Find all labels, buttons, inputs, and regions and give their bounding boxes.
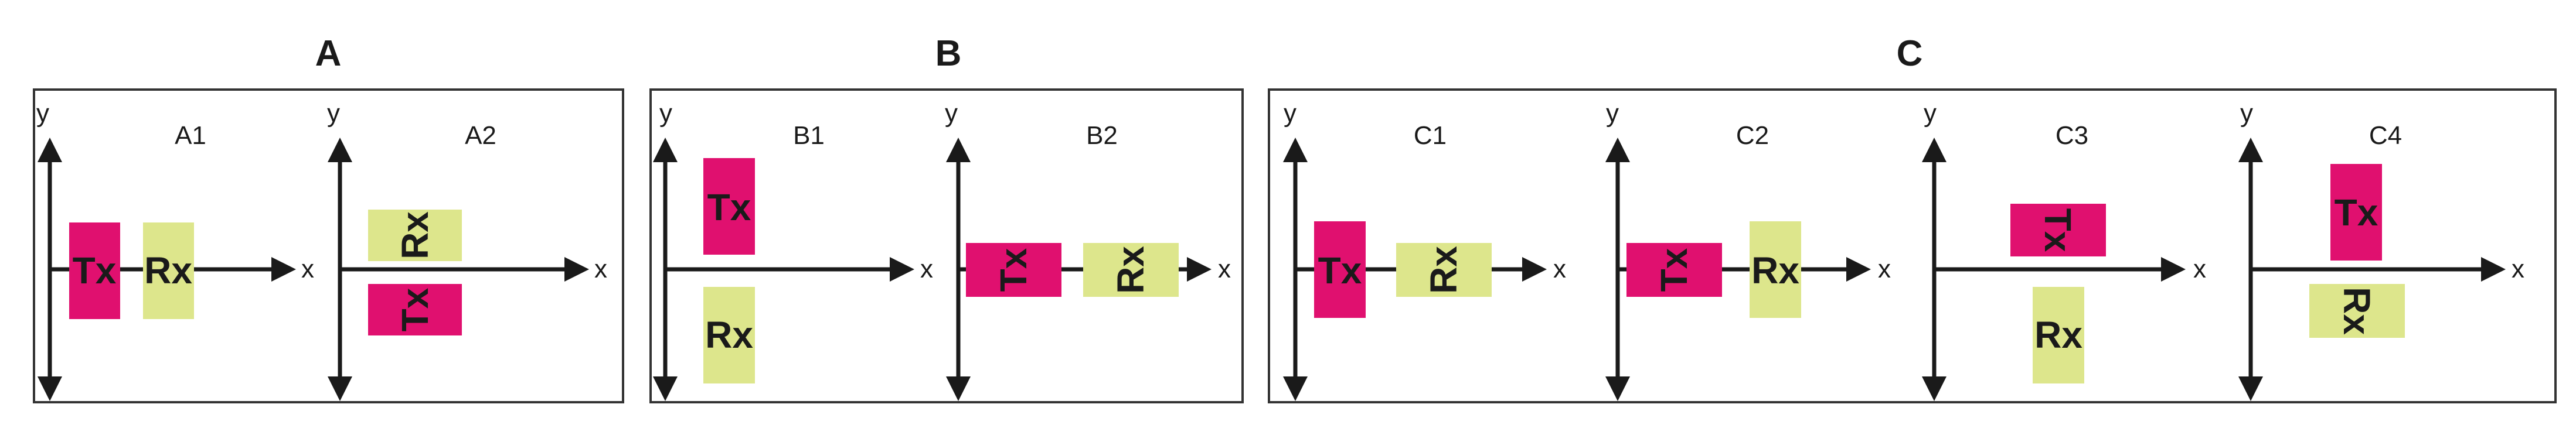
- rx-block: [703, 287, 755, 383]
- panel-label: B2: [1086, 121, 1118, 150]
- panel-c1: C1 y x Tx Rx: [1283, 99, 1566, 401]
- x-axis-label: x: [2512, 255, 2524, 283]
- group-frame-c: [1268, 88, 2557, 403]
- rx-block: [2033, 287, 2084, 383]
- y-axis-label: y: [1284, 99, 1296, 128]
- tx-label: Tx: [992, 248, 1035, 292]
- tx-block: [2010, 204, 2106, 256]
- panel-label: C2: [1736, 121, 1769, 150]
- x-axis-label: x: [1553, 255, 1566, 283]
- panel-c3: C3 y x Tx Rx: [1922, 99, 2206, 401]
- rx-label: Rx: [2336, 287, 2378, 335]
- tx-block: [368, 284, 462, 335]
- panel-b1: B1 y x Tx Rx: [653, 99, 933, 401]
- rx-block: [2309, 284, 2405, 338]
- tx-label: Tx: [394, 287, 436, 331]
- panel-a2: A2 y x Rx Tx: [327, 99, 607, 401]
- panel-label: B1: [793, 121, 825, 150]
- rx-label: Rx: [144, 249, 192, 292]
- x-axis-label: x: [1878, 255, 1891, 283]
- rx-label: Rx: [1110, 246, 1152, 294]
- group-title-a: A: [315, 33, 342, 74]
- tx-block: [69, 222, 120, 319]
- rx-label: Rx: [2034, 314, 2082, 356]
- tx-label: Tx: [707, 186, 751, 228]
- rx-label: Rx: [394, 211, 436, 259]
- panel-label: A1: [175, 121, 206, 150]
- group-title-b: B: [935, 33, 962, 74]
- panel-c4: C4 y x Tx Rx: [2238, 99, 2524, 401]
- panel-c2: C2 y x Tx Rx: [1605, 99, 1891, 401]
- tx-block: [2330, 164, 2382, 261]
- y-axis-label: y: [327, 99, 340, 128]
- y-axis-label: y: [1924, 99, 1937, 128]
- panel-b2: B2 y x Tx Rx: [945, 99, 1231, 401]
- panel-a1: A1 y x Tx Rx: [36, 99, 314, 401]
- panel-label: C4: [2369, 121, 2402, 150]
- y-axis-label: y: [2240, 99, 2253, 128]
- tx-label: Tx: [1653, 248, 1695, 292]
- panel-label: C1: [1414, 121, 1447, 150]
- tx-label: Tx: [1318, 249, 1362, 292]
- tx-block: [966, 243, 1061, 297]
- rx-block: [143, 222, 194, 319]
- tx-label: Tx: [2037, 208, 2079, 252]
- panel-label: A2: [465, 121, 496, 150]
- x-axis-label: x: [920, 255, 933, 283]
- rx-block: [1750, 221, 1801, 318]
- tx-label: Tx: [73, 249, 117, 292]
- tx-block: [703, 158, 755, 255]
- y-axis-label: y: [945, 99, 958, 128]
- x-axis-label: x: [594, 255, 607, 283]
- y-axis-label: y: [659, 99, 672, 128]
- x-axis-label: x: [301, 255, 314, 283]
- panel-label: C3: [2056, 121, 2088, 150]
- rx-label: Rx: [1423, 246, 1465, 294]
- y-axis-label: y: [1606, 99, 1619, 128]
- rx-block: [1396, 243, 1492, 297]
- x-axis-label: x: [2193, 255, 2206, 283]
- group-frame-a: [33, 88, 624, 403]
- tx-block: [1314, 221, 1366, 318]
- rx-label: Rx: [705, 314, 753, 356]
- tx-label: Tx: [2335, 191, 2378, 234]
- group-title-c: C: [1897, 33, 1923, 74]
- x-axis-label: x: [1218, 255, 1231, 283]
- rx-label: Rx: [1751, 249, 1799, 292]
- tx-block: [1626, 243, 1722, 297]
- rx-block: [1083, 243, 1179, 297]
- y-axis-label: y: [36, 99, 49, 128]
- rx-block: [368, 210, 462, 261]
- group-frame-b: [649, 88, 1244, 403]
